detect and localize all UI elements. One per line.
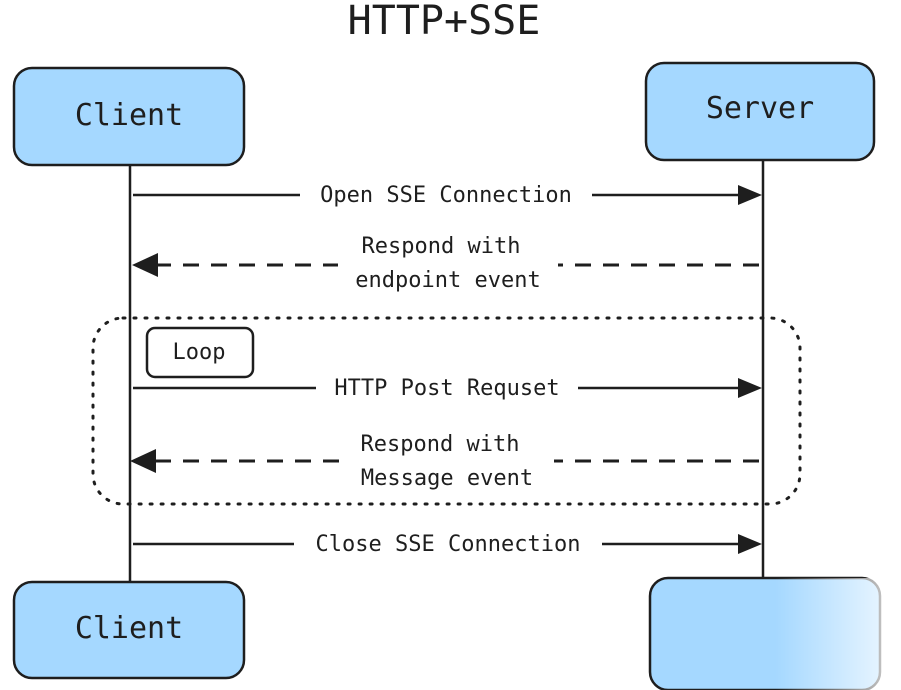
- actor-server-top: Server: [644, 61, 876, 162]
- diagram-title: HTTP+SSE: [348, 0, 541, 44]
- loop-tag: Loop: [145, 326, 255, 379]
- arrowhead-right-icon: [738, 185, 762, 205]
- loop-frame: Loop: [91, 316, 802, 506]
- actor-server-bottom: [648, 576, 901, 690]
- actor-client-bottom-label: Client: [75, 611, 183, 646]
- message-post-request-label: HTTP Post Requset: [334, 376, 559, 401]
- message-close-sse-label: Close SSE Connection: [316, 532, 581, 557]
- arrowhead-left-icon: [130, 449, 156, 473]
- arrowhead-right-icon: [738, 378, 762, 398]
- message-open-sse: Open SSE Connection: [133, 180, 762, 208]
- message-endpoint-label-line1: Respond with: [362, 234, 521, 259]
- actor-client-top-label: Client: [75, 98, 183, 133]
- actor-client-top: Client: [12, 66, 246, 167]
- message-endpoint-event: Respond with endpoint event: [132, 228, 762, 296]
- actor-server-top-label: Server: [706, 91, 814, 126]
- arrowhead-left-icon: [132, 253, 158, 277]
- message-post-request: HTTP Post Requset: [133, 373, 762, 401]
- message-close-sse: Close SSE Connection: [133, 529, 762, 557]
- actor-client-bottom: Client: [12, 580, 246, 680]
- message-endpoint-label-line2: endpoint event: [355, 268, 540, 293]
- loop-tag-label: Loop: [173, 340, 226, 365]
- message-open-sse-label: Open SSE Connection: [320, 183, 572, 208]
- arrowhead-right-icon: [738, 534, 762, 554]
- message-message-event-label-line1: Respond with: [361, 432, 520, 457]
- message-message-event-label-line2: Message event: [361, 466, 533, 491]
- message-message-event: Respond with Message event: [130, 426, 762, 494]
